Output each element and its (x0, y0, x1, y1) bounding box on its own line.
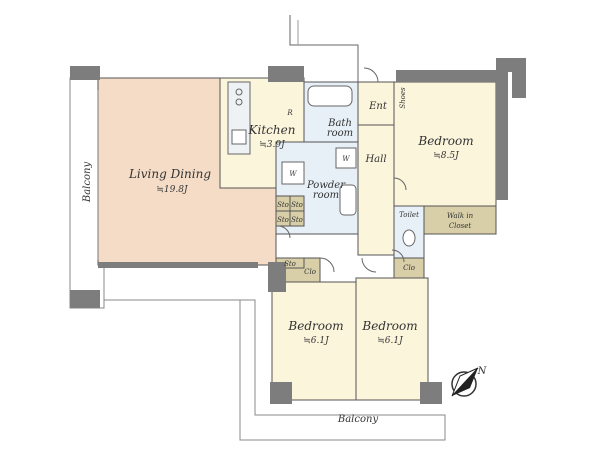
storage-label-4: Sto (291, 216, 303, 224)
toilet-label: Toilet (399, 211, 419, 219)
shoe-storage-label: Shoes (399, 87, 407, 109)
hall-area (357, 124, 395, 256)
living-dining-label: Living Dining (128, 167, 211, 181)
powder-label-2: room (313, 190, 339, 201)
storage-label-1: Sto (277, 201, 289, 209)
balcony-south-label: Balcony (337, 414, 379, 425)
kitchen-area-text: ≒3.9J (259, 140, 286, 150)
bedroom-east-area (355, 277, 429, 401)
structural-walls (70, 58, 526, 404)
bedroom-center-area (271, 281, 357, 401)
washer-bath-label: W (342, 155, 350, 163)
compass-icon (451, 367, 479, 397)
bedroom-ne-area-text: ≒8.5J (433, 151, 460, 161)
hall-label: Hall (364, 154, 386, 165)
storage-label-2: Sto (291, 201, 303, 209)
walk-in-closet-label-1: Walk in (447, 212, 474, 220)
bedroom-ne-label: Bedroom (417, 134, 473, 148)
closet-east-label: Clo (403, 264, 415, 272)
balcony-south-outline (103, 299, 446, 441)
closet-center-label: Clo (304, 268, 316, 276)
powder-label-1: Powder (306, 180, 346, 191)
living-dining-area-text: ≒19.8J (156, 185, 189, 195)
walk-in-closet-label-2: Closet (449, 222, 472, 230)
bedroom-east-label: Bedroom (361, 319, 417, 333)
storage-label-5: Sto (284, 260, 296, 268)
bedroom-east-area-text: ≒6.1J (377, 336, 404, 346)
washer-powder-label: W (289, 170, 297, 178)
walk-in-closet-area (423, 205, 497, 235)
bath-label-1: Bath (327, 118, 352, 129)
entrance-label: Ent (368, 101, 388, 112)
bath-label-2: room (327, 128, 353, 139)
compass-north-label: N (477, 366, 488, 377)
storage-label-3: Sto (277, 216, 289, 224)
bedroom-center-area-text: ≒6.1J (303, 336, 330, 346)
entrance-area (357, 81, 399, 126)
kitchen-label: Kitchen (248, 123, 296, 137)
refrigerator-label: R (286, 109, 293, 117)
bedroom-center-label: Bedroom (287, 319, 343, 333)
balcony-west-label: Balcony (82, 162, 93, 204)
